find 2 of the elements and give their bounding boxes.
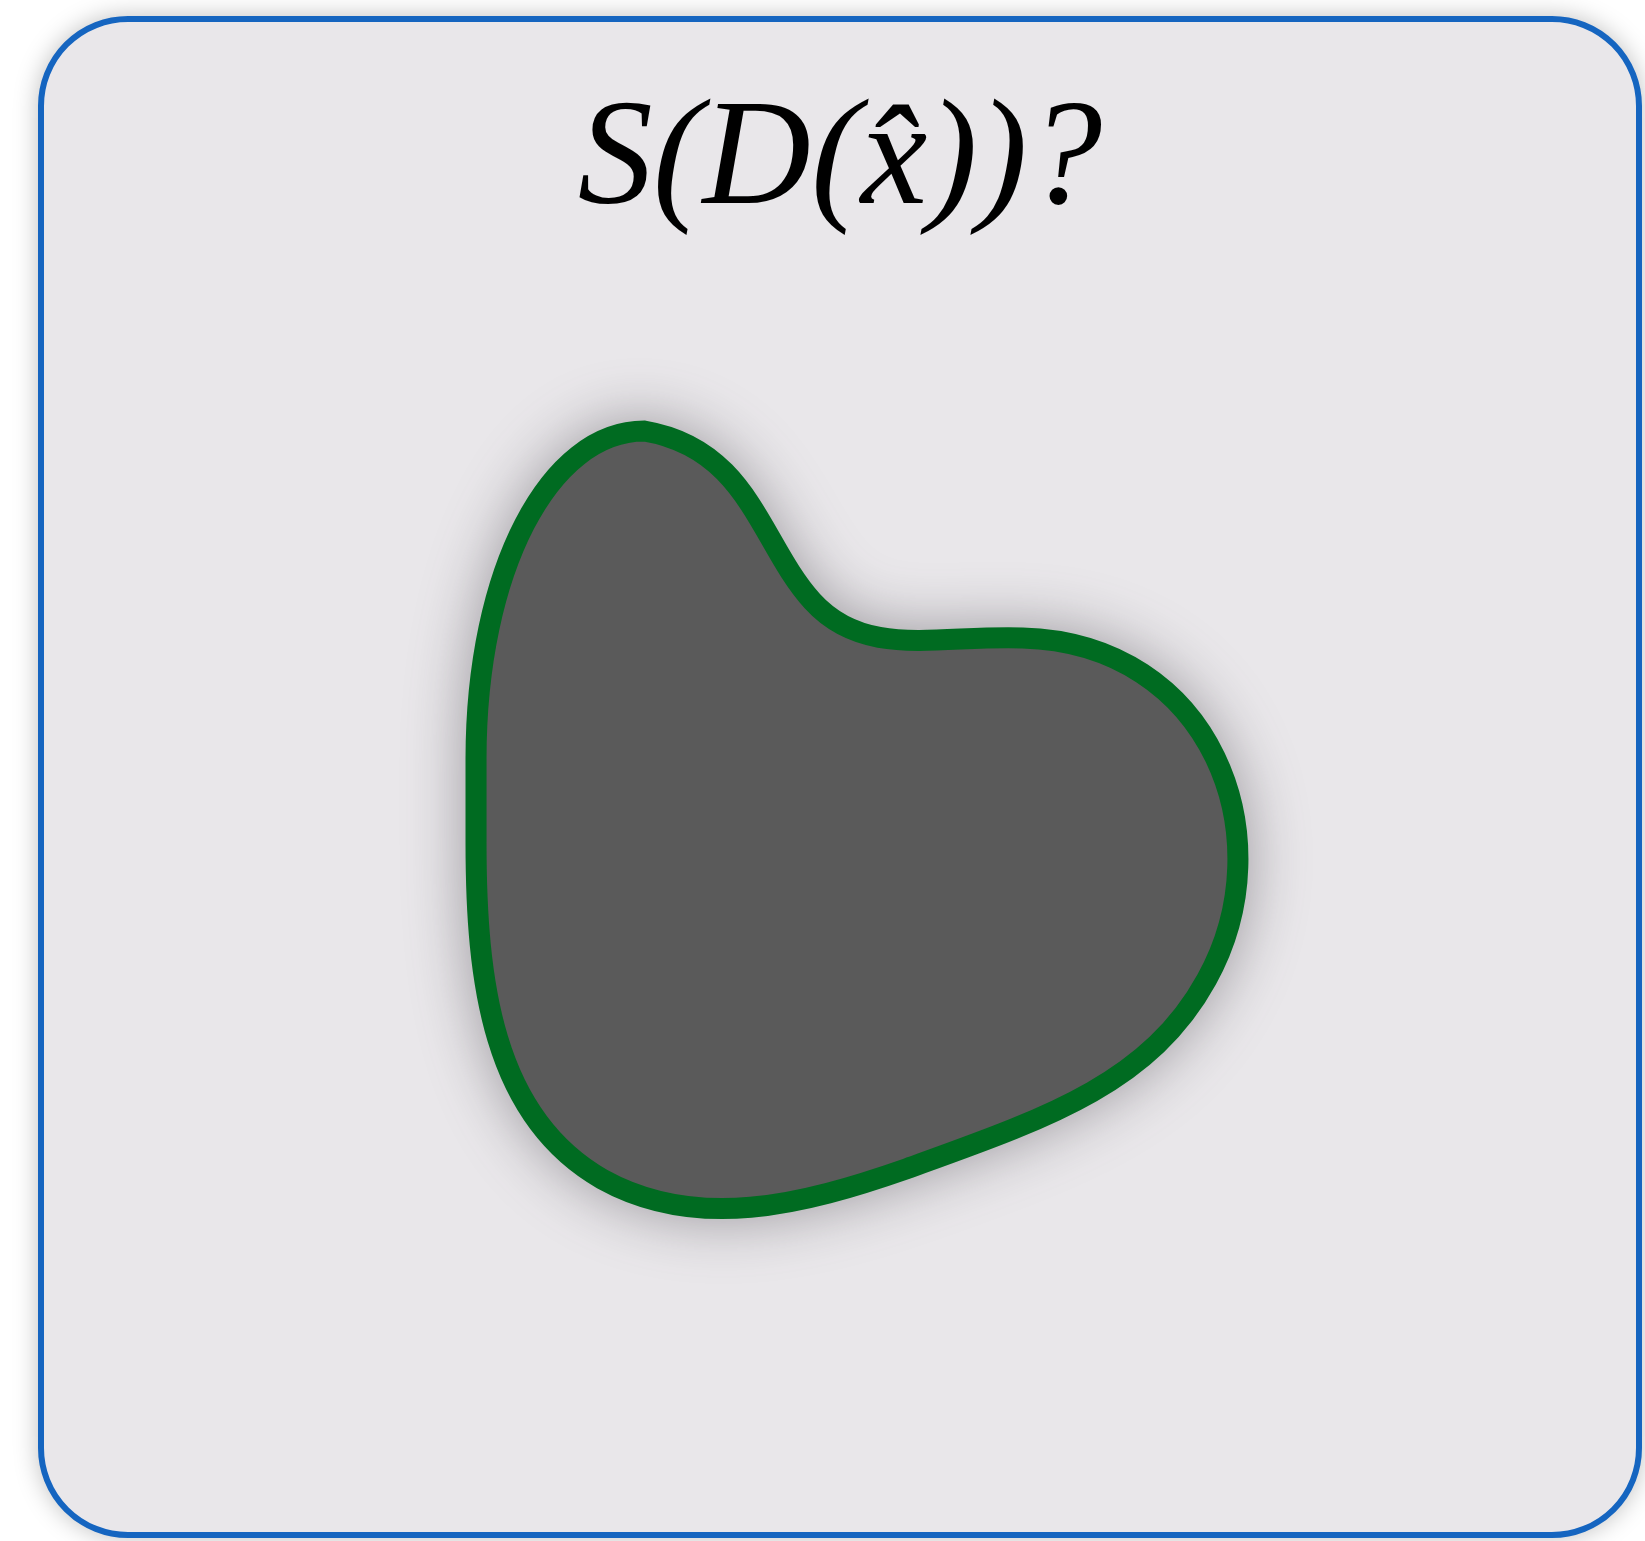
formula-text: S(D(x̂))? [577, 68, 1103, 237]
rounded-panel [38, 16, 1642, 1538]
